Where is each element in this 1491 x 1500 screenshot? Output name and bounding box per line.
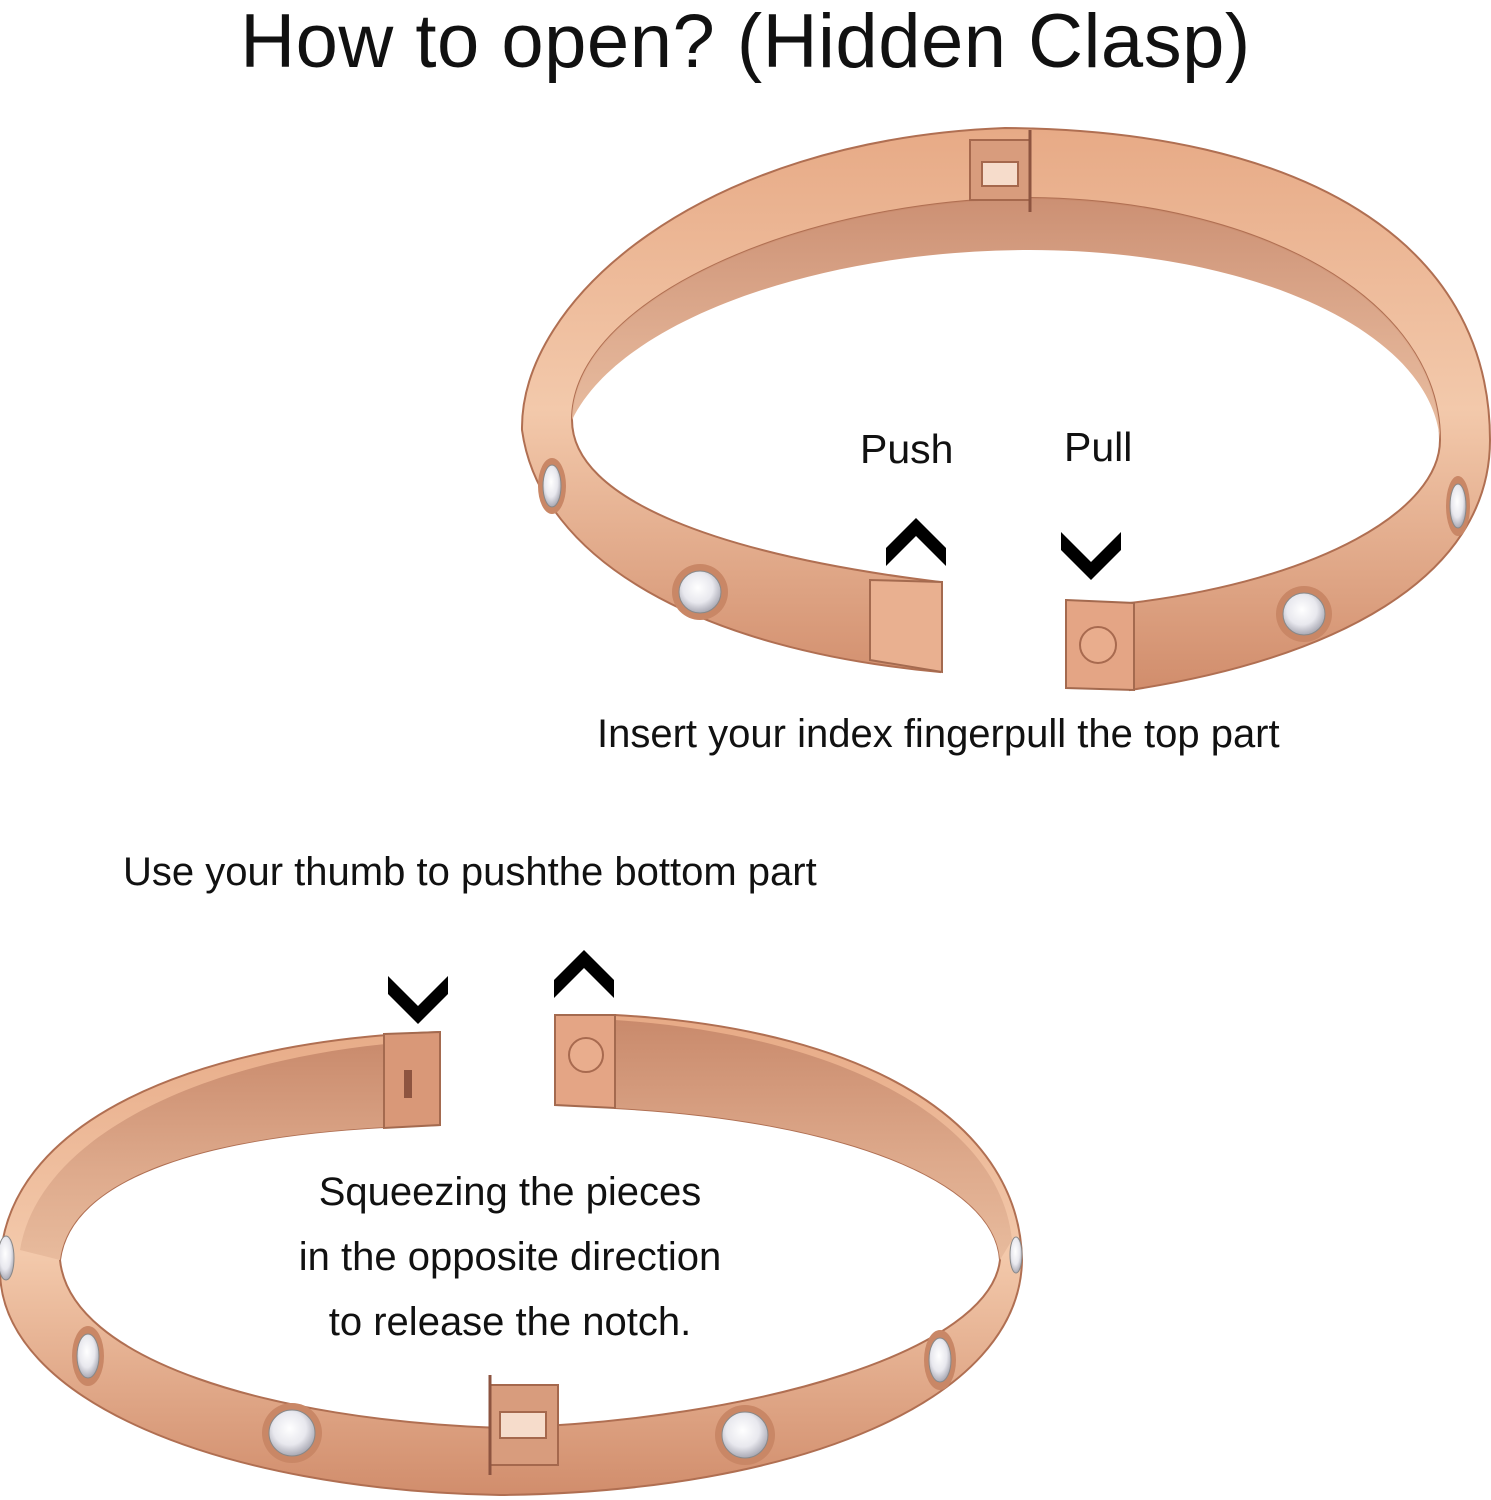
notch-icon — [568, 1037, 604, 1073]
crystal-stone-icon — [672, 564, 728, 620]
crystal-stone-icon — [72, 1326, 104, 1386]
crystal-stone-icon — [924, 1330, 956, 1390]
instruction-line: in the opposite direction — [298, 1235, 722, 1279]
bottom-caption: Use your thumb to pushthe bottom part — [123, 850, 817, 894]
page-title: How to open? (Hidden Clasp) — [240, 0, 1251, 84]
hinge-icon — [969, 130, 1032, 212]
crystal-stone-icon — [262, 1403, 322, 1463]
down-arrow-icon — [388, 976, 448, 1024]
top-bracelet — [520, 126, 1491, 692]
push-label: Push — [860, 426, 954, 472]
instruction-line: to release the notch. — [328, 1300, 692, 1344]
bottom-bracelet — [0, 1013, 1024, 1497]
crystal-stone-icon — [715, 1405, 775, 1465]
top-right-end — [1065, 598, 1135, 692]
squeeze-instructions: Squeezing the pieces in the opposite dir… — [0, 1160, 1020, 1355]
up-arrow-icon — [886, 518, 946, 566]
crystal-stone-icon — [1276, 586, 1332, 642]
top-caption: Insert your index fingerpull the top par… — [597, 712, 1280, 756]
notch-icon — [1079, 626, 1117, 664]
crystal-stone-icon — [1009, 1236, 1023, 1274]
instruction-line: Squeezing the pieces — [318, 1170, 702, 1214]
bottom-left-end — [383, 1030, 441, 1130]
crystal-stone-icon — [0, 1235, 15, 1281]
bottom-right-end — [554, 1014, 616, 1110]
top-left-end — [869, 578, 943, 674]
pull-label: Pull — [1064, 424, 1133, 470]
bottom-bracelet-inner — [20, 1040, 440, 1260]
crystal-stone-icon — [1446, 476, 1470, 536]
down-arrow-icon — [1061, 532, 1121, 580]
hinge-icon — [488, 1375, 559, 1475]
up-arrow-icon — [554, 950, 614, 998]
crystal-stone-icon — [538, 458, 566, 514]
top-bracelet-inner — [572, 198, 1440, 440]
